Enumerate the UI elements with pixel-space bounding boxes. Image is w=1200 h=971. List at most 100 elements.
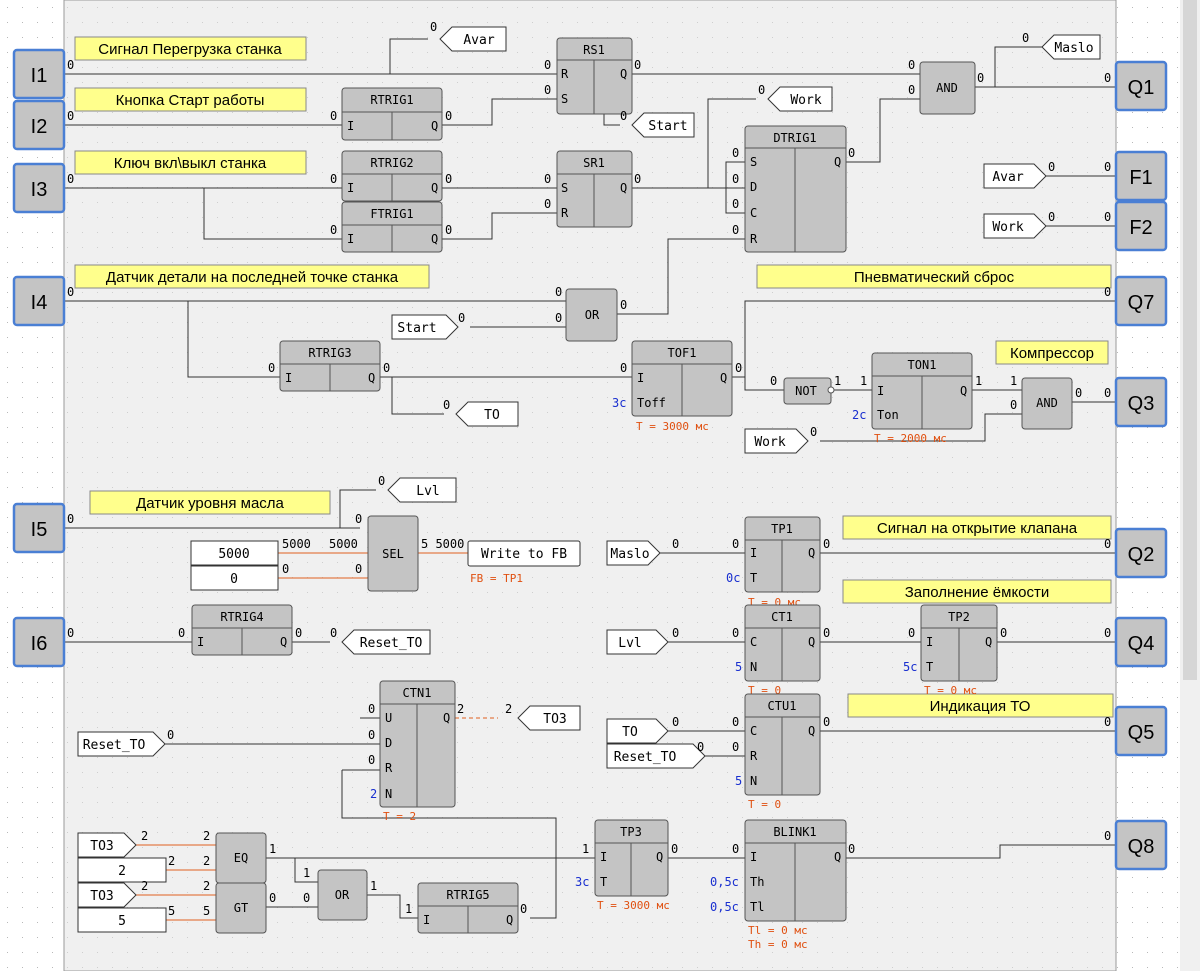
scrollbar-thumb[interactable]	[1183, 0, 1197, 680]
block-EQ[interactable]: EQ	[215, 832, 267, 884]
svg-text:0: 0	[1075, 386, 1082, 400]
svg-text:0: 0	[1000, 626, 1007, 640]
svg-text:R: R	[561, 67, 569, 81]
svg-text:TO3: TO3	[90, 839, 113, 854]
constants[interactable]: 5000 0 2 5	[77, 540, 279, 933]
svg-text:0: 0	[330, 172, 337, 186]
svg-text:Reset_TO: Reset_TO	[83, 738, 146, 753]
svg-text:0: 0	[303, 891, 310, 905]
output-F2: F2	[1114, 200, 1168, 252]
block-TP2[interactable]: TP2 IT Q T = 0 мс	[920, 604, 998, 697]
block-RS1[interactable]: RS1 RS Q	[556, 37, 633, 115]
svg-text:0: 0	[732, 740, 739, 754]
svg-text:0: 0	[732, 146, 739, 160]
input-I4: I4	[12, 275, 66, 327]
svg-text:0: 0	[732, 626, 739, 640]
svg-text:Q: Q	[808, 635, 815, 649]
svg-text:1: 1	[1010, 374, 1017, 388]
output-Q5: Q5	[1114, 705, 1168, 757]
svg-text:2: 2	[203, 879, 210, 893]
svg-text:Датчик уровня масла: Датчик уровня масла	[136, 495, 284, 512]
block-TP3[interactable]: TP3 IT Q T = 3000 мс	[594, 819, 670, 912]
comment-pneumatic: Пневматический сброс	[756, 264, 1112, 289]
svg-text:2: 2	[141, 879, 148, 893]
svg-text:0: 0	[67, 172, 74, 186]
svg-text:0: 0	[634, 58, 641, 72]
svg-text:2: 2	[203, 829, 210, 843]
svg-text:I: I	[347, 232, 354, 246]
svg-text:2: 2	[370, 787, 377, 801]
block-SR1[interactable]: SR1 SR Q	[556, 150, 633, 228]
block-CTU1[interactable]: CTU1 CR N Q T = 0	[744, 693, 821, 811]
svg-text:Пневматический сброс: Пневматический сброс	[854, 269, 1015, 286]
svg-text:TO: TO	[622, 725, 638, 740]
block-AND-q1[interactable]: AND	[919, 61, 976, 115]
svg-text:TP2: TP2	[948, 610, 970, 624]
tag-write-to-fb: Write to FB	[467, 540, 581, 567]
svg-text:0: 0	[732, 842, 739, 856]
svg-text:5: 5	[168, 904, 175, 918]
svg-text:0: 0	[732, 172, 739, 186]
svg-text:0: 0	[732, 537, 739, 551]
svg-text:0: 0	[178, 626, 185, 640]
svg-text:Компрессор: Компрессор	[1010, 345, 1094, 362]
comments: Сигнал Перегрузка станка Кнопка Старт ра…	[74, 36, 1114, 718]
svg-text:0: 0	[355, 562, 362, 576]
svg-text:Q7: Q7	[1128, 292, 1155, 314]
svg-text:I5: I5	[31, 519, 48, 541]
svg-text:Avar: Avar	[992, 170, 1023, 185]
svg-text:0: 0	[848, 842, 855, 856]
svg-text:0: 0	[230, 572, 238, 587]
block-AND-q3[interactable]: AND	[1021, 377, 1073, 430]
tag-to3-in2: TO3	[77, 882, 137, 908]
block-GT[interactable]: GT	[215, 882, 267, 934]
block-DTRIG1[interactable]: DTRIG1 SD CR Q	[744, 125, 847, 253]
tags[interactable]: Avar Maslo Work Start TO Lvl Reset_TO TO…	[77, 26, 1101, 908]
block-SEL[interactable]: SEL	[367, 515, 419, 592]
svg-text:0: 0	[544, 83, 551, 97]
svg-text:2: 2	[168, 854, 175, 868]
svg-text:0: 0	[1010, 398, 1017, 412]
svg-text:5 5000: 5 5000	[421, 537, 464, 551]
block-OR-q1[interactable]: OR	[565, 288, 618, 342]
svg-text:Сигнал на открытие клапана: Сигнал на открытие клапана	[877, 520, 1078, 537]
svg-text:Th = 0 мс: Th = 0 мс	[748, 938, 808, 951]
svg-text:TO: TO	[484, 408, 500, 423]
svg-text:Q: Q	[808, 724, 815, 738]
svg-text:0: 0	[672, 715, 679, 729]
svg-text:Q: Q	[656, 850, 663, 864]
svg-text:S: S	[561, 181, 568, 195]
svg-text:0: 0	[443, 398, 450, 412]
block-OR-rtrig5[interactable]: OR	[317, 869, 368, 921]
svg-text:1: 1	[975, 374, 982, 388]
tag-reset-to-out: Reset_TO	[341, 629, 431, 655]
svg-text:BLINK1: BLINK1	[773, 825, 816, 839]
comment-part-sensor: Датчик детали на последней точке станка	[74, 264, 430, 289]
svg-text:CTU1: CTU1	[768, 699, 797, 713]
svg-text:T = 0 мс: T = 0 мс	[924, 684, 977, 697]
svg-text:0: 0	[823, 537, 830, 551]
block-CTN1[interactable]: CTN1 UD RN Q T = 2	[379, 680, 456, 823]
io-ports[interactable]: I1 I2 I3 I4 I5 I6 Q1 F1 F2 Q7 Q3 Q2 Q4 Q…	[12, 48, 1168, 871]
svg-text:0: 0	[1104, 210, 1111, 224]
svg-text:0: 0	[671, 842, 678, 856]
svg-text:Tl: Tl	[750, 900, 764, 914]
block-BLINK1[interactable]: BLINK1 ITh Tl Q Tl = 0 мс Th = 0 мс	[744, 819, 847, 951]
svg-text:Q: Q	[834, 850, 841, 864]
svg-text:2: 2	[203, 854, 210, 868]
svg-text:0: 0	[848, 146, 855, 160]
block-NOT[interactable]: NOT	[783, 377, 835, 405]
svg-text:FTRIG1: FTRIG1	[370, 207, 413, 221]
tag-to-out: TO	[455, 401, 519, 427]
block-CT1[interactable]: CT1 CN Q T = 0	[744, 604, 821, 697]
svg-text:0: 0	[445, 109, 452, 123]
